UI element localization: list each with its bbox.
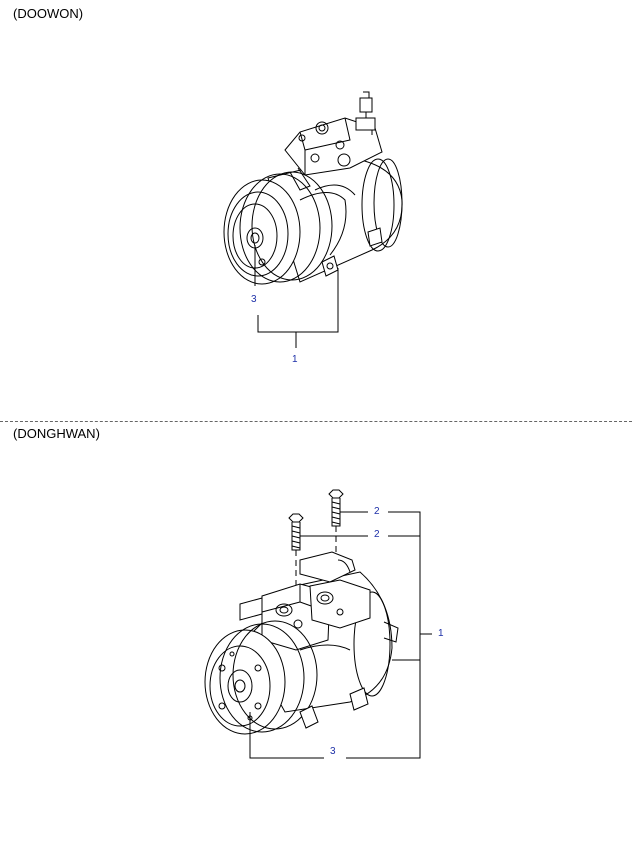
- callout-2-rear-bolt: 2: [374, 506, 380, 517]
- callout-3-donghwan: 3: [330, 746, 336, 757]
- compressor-doowon: [223, 91, 403, 285]
- callout-1-doowon: 1: [292, 354, 298, 365]
- compressor-donghwan: [204, 551, 399, 735]
- leader-lines-donghwan: [249, 511, 432, 759]
- callout-2-front-bolt: 2: [374, 529, 380, 540]
- callout-1-donghwan: 1: [438, 628, 444, 639]
- callout-3-doowon: 3: [251, 294, 257, 305]
- section-title-donghwan: (DONGHWAN): [13, 426, 100, 441]
- section-title-doowon: (DOOWON): [13, 6, 84, 21]
- section-divider: [0, 421, 632, 422]
- leader-lines-doowon: [254, 245, 339, 348]
